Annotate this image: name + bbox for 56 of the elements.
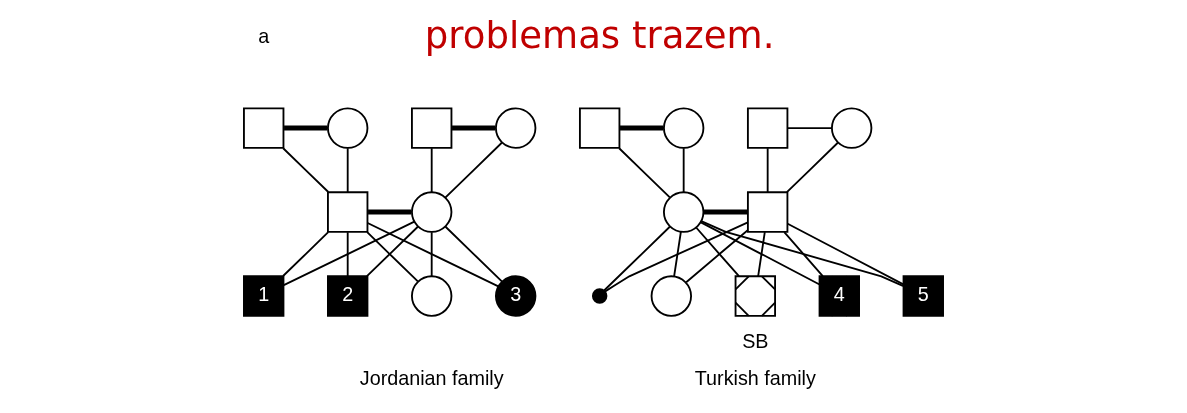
node-box [579,107,621,149]
connector [603,225,671,292]
connector [682,147,685,193]
node-box [411,107,453,149]
node-circle [830,107,873,149]
connector [700,220,905,287]
node-circle [650,275,692,317]
label: a [258,25,270,48]
node-dot [591,288,608,304]
connector [766,147,769,193]
node-box: 5 [902,275,944,317]
connector [700,221,821,286]
connector [346,147,349,193]
node-box [746,191,789,233]
connector [785,141,839,194]
connector [366,222,500,288]
connector [787,127,833,129]
connector [620,125,664,131]
connector [430,147,433,193]
connector [282,220,416,286]
connector [603,221,749,293]
connector [366,231,419,283]
node-circle [411,275,453,317]
connector [786,222,905,286]
connector [444,225,503,283]
connector [284,125,328,131]
connector [282,231,330,277]
node-circle [495,107,537,149]
label: Turkish family [694,366,816,389]
connector [430,231,433,277]
connector [673,230,682,278]
connector [366,225,419,278]
connector [618,147,671,199]
node-label: SB [742,329,769,352]
node-box [327,191,369,233]
connector [704,209,748,215]
node-circle [663,107,705,149]
node-circle [327,107,369,149]
connector [452,125,496,131]
node-box [243,107,285,149]
connector [346,231,349,277]
connector [757,231,766,277]
connector [444,141,503,199]
node-circle [411,191,453,233]
node-box [746,107,789,149]
connector [685,229,749,284]
label: Jordanian family [359,366,504,389]
connector [783,231,824,277]
connector [282,147,330,193]
connector [695,226,740,278]
node-circle: 3 [495,275,537,317]
node-circle [663,191,705,233]
node-box: 2 [327,275,369,317]
label: problemas trazem. [424,13,775,57]
connector [368,209,412,215]
node-box: 1 [243,275,285,317]
